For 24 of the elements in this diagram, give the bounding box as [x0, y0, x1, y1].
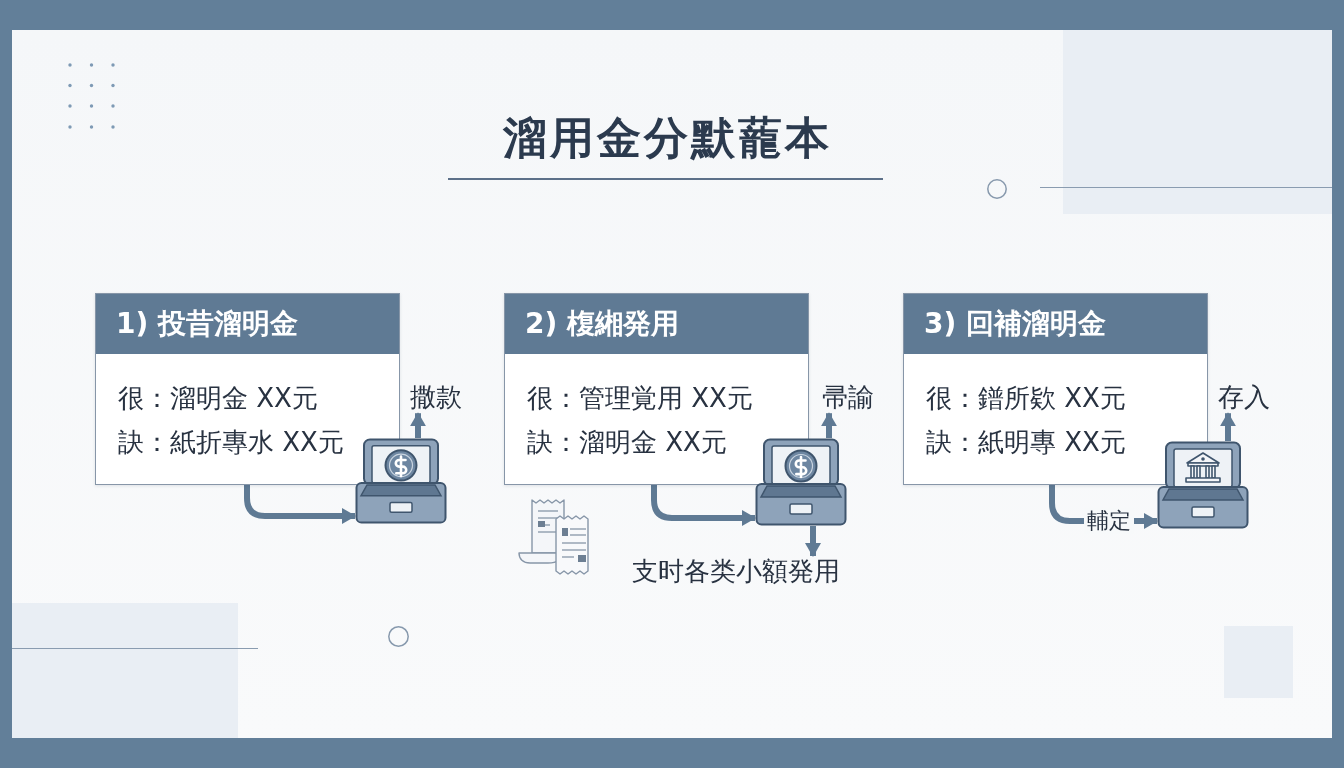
arrow	[821, 412, 837, 438]
step-heading: 3) 回補溜明金	[924, 307, 1107, 341]
step-card	[903, 293, 1208, 485]
step-heading: 2) 椱緗発用	[525, 307, 680, 341]
diagram-title: 溜用金分默蘢本	[502, 112, 832, 165]
arrow	[1220, 412, 1236, 441]
journal-entry: 很：管理覚用 XX元	[527, 382, 753, 415]
cash-drawer-coin-illustration	[755, 438, 847, 526]
action-label: 帚諭	[822, 382, 874, 414]
action-label: 存入	[1218, 382, 1270, 414]
journal-entry: 訣：紙明專 XX元	[926, 426, 1126, 459]
journal-entry: 訣：紙折專水 XX元	[118, 426, 344, 459]
cash-drawer-coin-illustration	[355, 438, 447, 524]
step-card	[504, 293, 809, 485]
cash-drawer-bank-illustration	[1157, 441, 1249, 529]
action-label: 支时各类小額発用	[632, 556, 840, 588]
arrow	[410, 412, 426, 438]
step-card	[95, 293, 400, 485]
step-heading: 1) 投昔溜明金	[116, 307, 299, 341]
journal-entry: 很：溜明金 XX元	[118, 382, 318, 415]
journal-entry: 訣：溜明金 XX元	[527, 426, 727, 459]
journal-entry: 很：鐠所欵 XX元	[926, 382, 1126, 415]
action-label: 撒款	[410, 382, 462, 414]
arrow	[805, 526, 821, 557]
